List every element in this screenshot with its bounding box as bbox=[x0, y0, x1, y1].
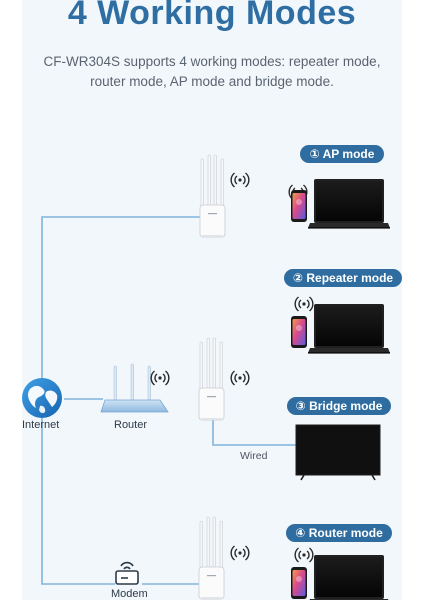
repeater-router-mode-wifi-icon bbox=[230, 545, 250, 561]
router-label: Router bbox=[114, 419, 148, 431]
phone-wifi-icon-2 bbox=[294, 296, 314, 312]
router-icon bbox=[100, 363, 169, 413]
page-subtitle: CF-WR304S supports 4 working modes: repe… bbox=[43, 54, 381, 89]
background-panel bbox=[22, 0, 402, 600]
router-wifi-icon bbox=[150, 370, 170, 386]
tv-icon bbox=[295, 424, 381, 481]
line-internet-to-modem bbox=[41, 418, 115, 585]
phone-icon-1 bbox=[291, 190, 307, 222]
internet-label: Internet bbox=[22, 419, 60, 431]
mode-pill-router: ④ Router mode bbox=[286, 524, 392, 542]
laptop-icon-1 bbox=[308, 179, 390, 229]
modem-icon bbox=[115, 561, 139, 585]
repeater-ap-icon bbox=[199, 154, 226, 238]
phone-wifi-icon-4 bbox=[294, 547, 314, 563]
wired-label: Wired bbox=[240, 450, 268, 462]
laptop-icon-2 bbox=[308, 304, 390, 354]
repeater-center-wifi-icon bbox=[230, 370, 250, 386]
globe-icon bbox=[22, 378, 62, 418]
laptop-icon-4 bbox=[308, 555, 390, 600]
connection-lines bbox=[41, 216, 296, 585]
repeater-ap-wifi-icon bbox=[230, 172, 250, 188]
mode-pill-bridge: ③ Bridge mode bbox=[287, 397, 391, 415]
phone-icon-2 bbox=[291, 316, 307, 348]
modem-label: Modem bbox=[111, 588, 148, 600]
repeater-center-icon bbox=[198, 337, 225, 421]
repeater-router-mode-icon bbox=[198, 516, 225, 600]
line-repeater-to-tv-wired bbox=[212, 420, 296, 446]
page-title: 4 Working Modes bbox=[67, 0, 357, 32]
line-internet-to-ap bbox=[41, 216, 200, 378]
mode-pill-ap: ① AP mode bbox=[300, 145, 384, 163]
mode-pill-repeater: ② Repeater mode bbox=[284, 269, 402, 287]
phone-icon-4 bbox=[291, 567, 307, 599]
